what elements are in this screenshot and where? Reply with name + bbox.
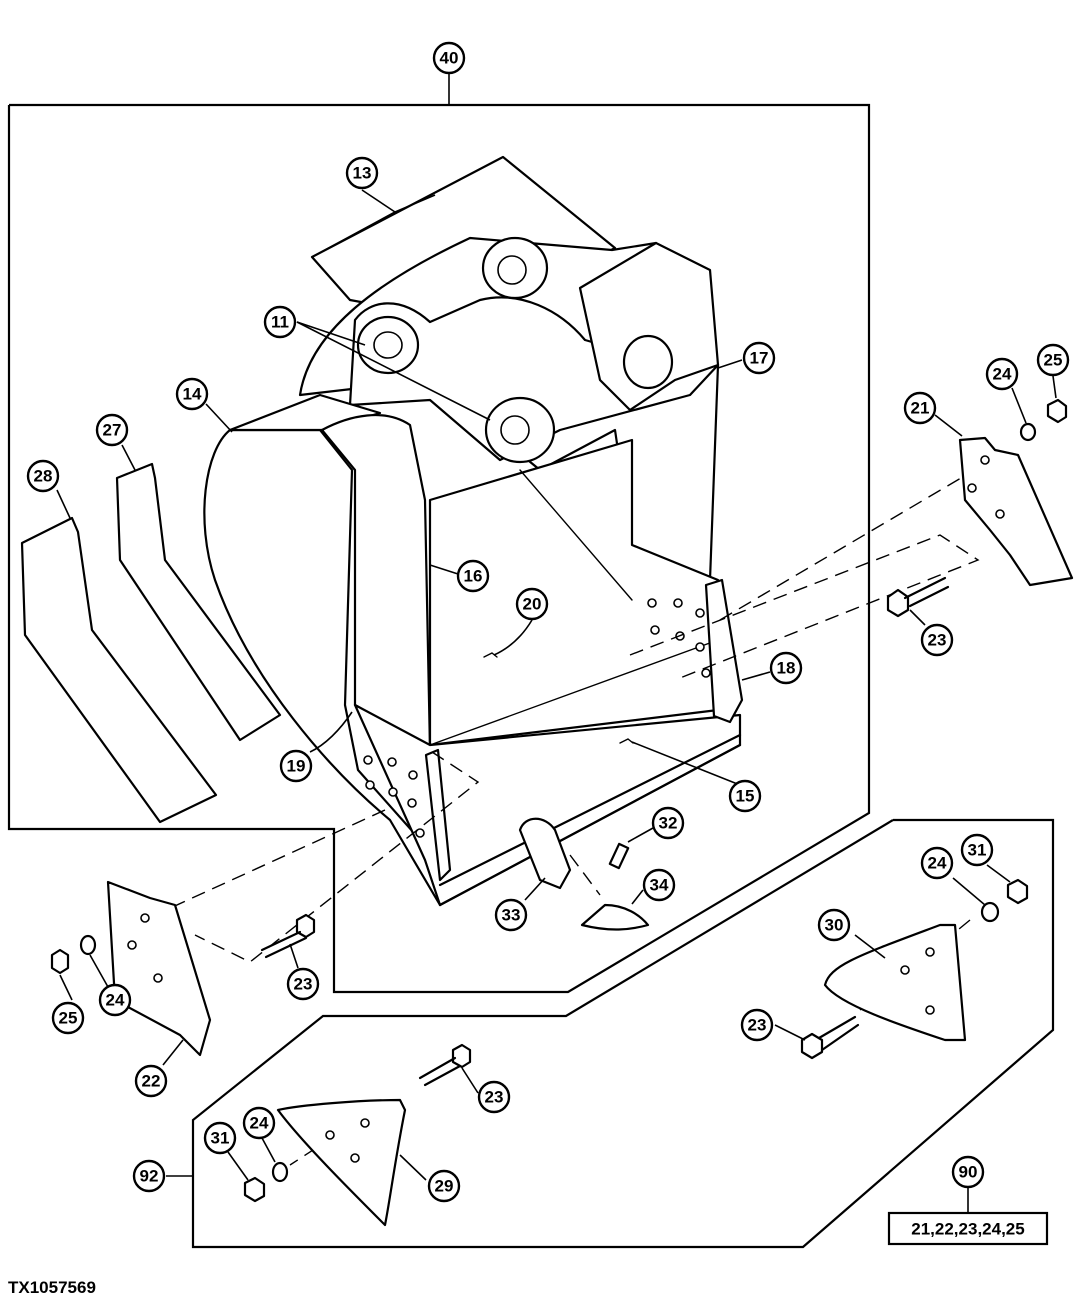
svg-text:30: 30 [825,916,844,935]
kit-90-box [887,1211,1049,1246]
callout-32: 32 [651,806,685,840]
svg-text:17: 17 [750,349,769,368]
svg-text:90: 90 [959,1163,978,1182]
svg-text:23: 23 [748,1016,767,1035]
callout-24-right: 24 [985,357,1019,391]
svg-text:13: 13 [353,164,372,183]
callout-25-right: 25 [1036,343,1070,377]
callout-13: 13 [345,156,379,190]
callout-90: 90 [951,1155,985,1189]
callout-92: 92 [132,1159,166,1193]
svg-text:18: 18 [777,659,796,678]
callout-34: 34 [642,868,676,902]
svg-text:29: 29 [435,1177,454,1196]
svg-text:32: 32 [659,814,678,833]
washer-24-right [1019,422,1037,442]
svg-text:21: 21 [911,399,930,418]
svg-text:23: 23 [928,631,947,650]
callout-33: 33 [494,898,528,932]
bolt-23-plate29 [418,1043,472,1087]
nut-25-left [50,948,70,975]
svg-text:31: 31 [968,841,987,860]
svg-text:24: 24 [928,854,947,873]
callout-20: 20 [515,587,549,621]
callout-24-plate29: 24 [242,1106,276,1140]
svg-text:19: 19 [287,757,306,776]
callout-30: 30 [817,908,851,942]
nut-31-plate29 [243,1176,266,1203]
callout-23-plate29: 23 [477,1080,511,1114]
svg-text:27: 27 [103,421,122,440]
callout-31-plate29: 31 [203,1121,237,1155]
callout-40: 40 [432,41,466,75]
wear-strip-27 [115,462,282,742]
callout-24-left: 24 [98,983,132,1017]
group-40-frame [7,103,871,994]
wear-strip-28 [20,516,218,824]
svg-text:16: 16 [464,567,483,586]
callout-24-plate30: 24 [920,846,954,880]
callout-27: 27 [95,413,129,447]
svg-text:28: 28 [34,467,53,486]
svg-text:92: 92 [140,1167,159,1186]
callout-23-left: 23 [286,967,320,1001]
svg-text:20: 20 [523,595,542,614]
nut-25-right [1046,398,1068,424]
callout-11: 11 [263,305,297,339]
plate-29 [276,1098,407,1227]
washer-24-left [79,934,97,956]
svg-text:24: 24 [106,991,125,1010]
nut-31-plate30 [1006,878,1029,905]
callout-17: 17 [742,341,776,375]
callout-21: 21 [903,391,937,425]
callout-22: 22 [134,1064,168,1098]
side-cutter-22 [106,880,212,1057]
svg-text:23: 23 [485,1088,504,1107]
svg-text:25: 25 [1044,351,1063,370]
callout-23-right: 23 [920,623,954,657]
washer-24-plate29 [271,1161,289,1183]
svg-text:15: 15 [736,787,755,806]
callout-16: 16 [456,559,490,593]
callout-25-left: 25 [51,1001,85,1035]
bolt-23-plate30 [800,1015,860,1060]
svg-text:24: 24 [993,365,1012,384]
svg-text:31: 31 [211,1129,230,1148]
svg-text:24: 24 [250,1114,269,1133]
svg-text:34: 34 [650,876,669,895]
bolt-23-left [260,913,316,959]
callout-15: 15 [728,779,762,813]
group-92-frame [191,818,1055,1249]
washer-24-plate30 [980,901,1000,923]
bucket-assembly [203,155,744,931]
callout-14: 14 [175,377,209,411]
callout-29: 29 [427,1169,461,1203]
svg-text:22: 22 [142,1072,161,1091]
svg-text:11: 11 [271,313,289,332]
svg-text:40: 40 [440,49,459,68]
svg-text:33: 33 [502,906,521,925]
callout-18: 18 [769,651,803,685]
svg-text:25: 25 [59,1009,78,1028]
side-cutter-21 [958,436,1074,587]
figure-id: TX1057569 [8,1278,96,1297]
bolt-23-right [886,576,950,618]
callout-31-plate30: 31 [960,833,994,867]
svg-text:23: 23 [294,975,313,994]
callout-28: 28 [26,459,60,493]
callout-19: 19 [279,749,313,783]
kit-90-contents: 21,22,23,24,25 [911,1220,1024,1239]
callout-23-plate30: 23 [740,1008,774,1042]
svg-text:14: 14 [183,385,202,404]
